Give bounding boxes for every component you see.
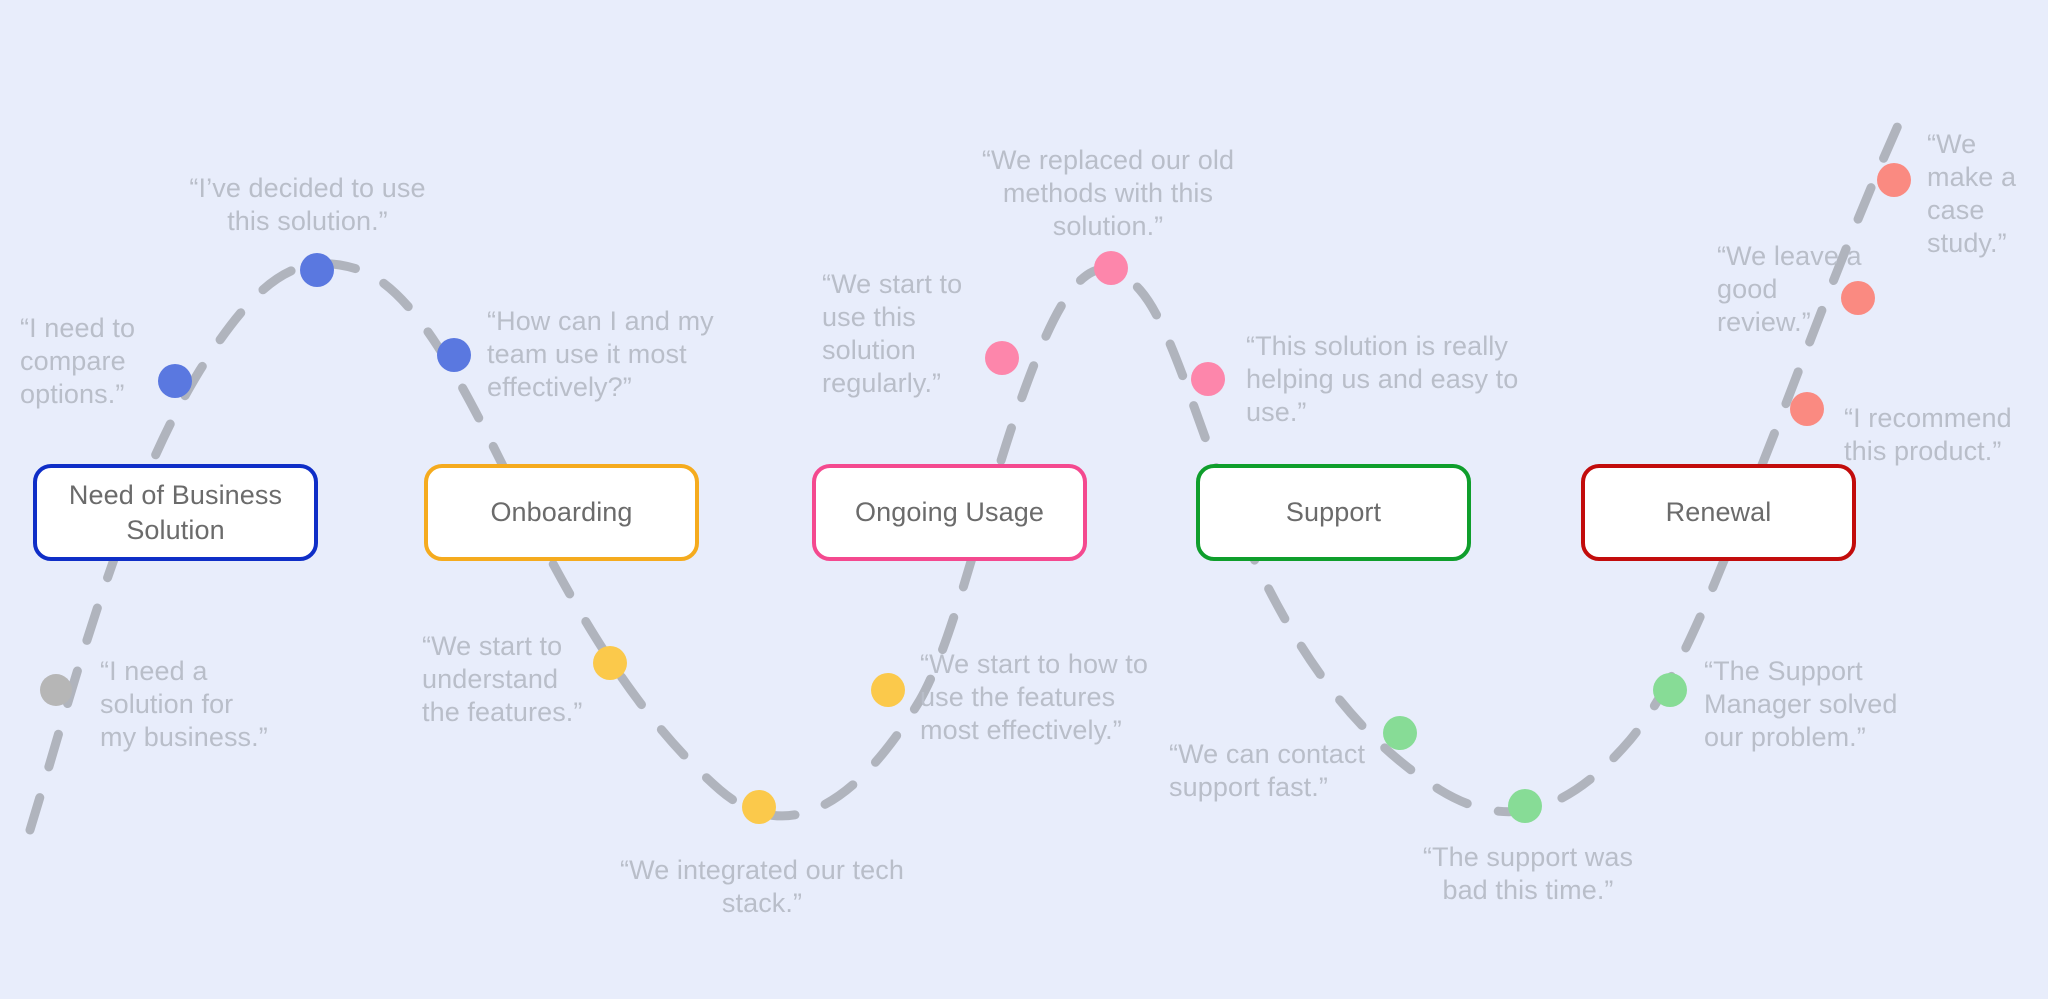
touchpoint-dot-how-to-use[interactable] <box>437 338 471 372</box>
quote-decided-to-use: “I’ve decided to use this solution.” <box>189 173 426 236</box>
quote-how-to-use: “How can I and my team use it most effec… <box>487 306 714 402</box>
quote-support-was-bad: “The support was bad this time.” <box>1422 842 1634 905</box>
quote-recommend-product: “I recommend this product.” <box>1844 403 2012 466</box>
touchpoint-dot-replaced-old-methods[interactable] <box>1094 251 1128 285</box>
quote-need-solution: “I need a solution for my business.” <box>100 656 268 752</box>
quote-really-helping: “This solution is really helping us and … <box>1246 331 1519 427</box>
quote-understand-features: “We start to understand the features.” <box>422 631 583 727</box>
touchpoint-dot-manager-solved[interactable] <box>1653 673 1687 707</box>
quote-use-regularly: “We start to use this solution regularly… <box>822 269 963 398</box>
stage-box-renewal[interactable]: Renewal <box>1581 464 1856 561</box>
quote-contact-support-fast: “We can contact support fast.” <box>1169 739 1366 802</box>
stage-label: Need of Business Solution <box>68 479 283 545</box>
stage-box-onboarding[interactable]: Onboarding <box>424 464 699 561</box>
touchpoint-dot-understand-features[interactable] <box>593 646 627 680</box>
quote-manager-solved: “The Support Manager solved our problem.… <box>1704 656 1898 752</box>
touchpoint-dot-leave-good-review[interactable] <box>1841 281 1875 315</box>
touchpoint-dot-integrated-stack[interactable] <box>742 790 776 824</box>
touchpoint-dot-compare-options[interactable] <box>158 364 192 398</box>
quote-use-features-effectively: “We start to how to use the features mos… <box>920 649 1148 745</box>
touchpoint-dot-use-features-effectively[interactable] <box>871 673 905 707</box>
touchpoint-dot-decided-to-use[interactable] <box>300 253 334 287</box>
touchpoint-dot-really-helping[interactable] <box>1191 362 1225 396</box>
touchpoint-dot-use-regularly[interactable] <box>985 341 1019 375</box>
stage-label: Renewal <box>1665 497 1772 528</box>
stage-label: Support <box>1285 497 1382 528</box>
stage-label: Onboarding <box>490 497 633 528</box>
touchpoint-dot-need-solution[interactable] <box>40 674 72 706</box>
quote-compare-options: “I need to compare options.” <box>20 313 136 409</box>
stage-box-support[interactable]: Support <box>1196 464 1471 561</box>
quote-integrated-stack: “We integrated our tech stack.” <box>620 855 904 918</box>
quote-make-case-study: “We make a case study.” <box>1927 129 2017 258</box>
stage-box-ongoing-usage[interactable]: Ongoing Usage <box>812 464 1087 561</box>
stage-box-need-of-business-solution[interactable]: Need of Business Solution <box>33 464 318 561</box>
touchpoint-dot-make-case-study[interactable] <box>1877 163 1911 197</box>
touchpoint-dot-recommend-product[interactable] <box>1790 392 1824 426</box>
touchpoint-dot-contact-support-fast[interactable] <box>1383 716 1417 750</box>
quote-replaced-old-methods: “We replaced our old methods with this s… <box>981 145 1235 241</box>
touchpoint-dot-support-was-bad[interactable] <box>1508 789 1542 823</box>
stage-label: Ongoing Usage <box>855 497 1044 528</box>
quote-leave-good-review: “We leave a good review.” <box>1717 241 1862 337</box>
journey-dashed-path <box>25 105 1910 835</box>
